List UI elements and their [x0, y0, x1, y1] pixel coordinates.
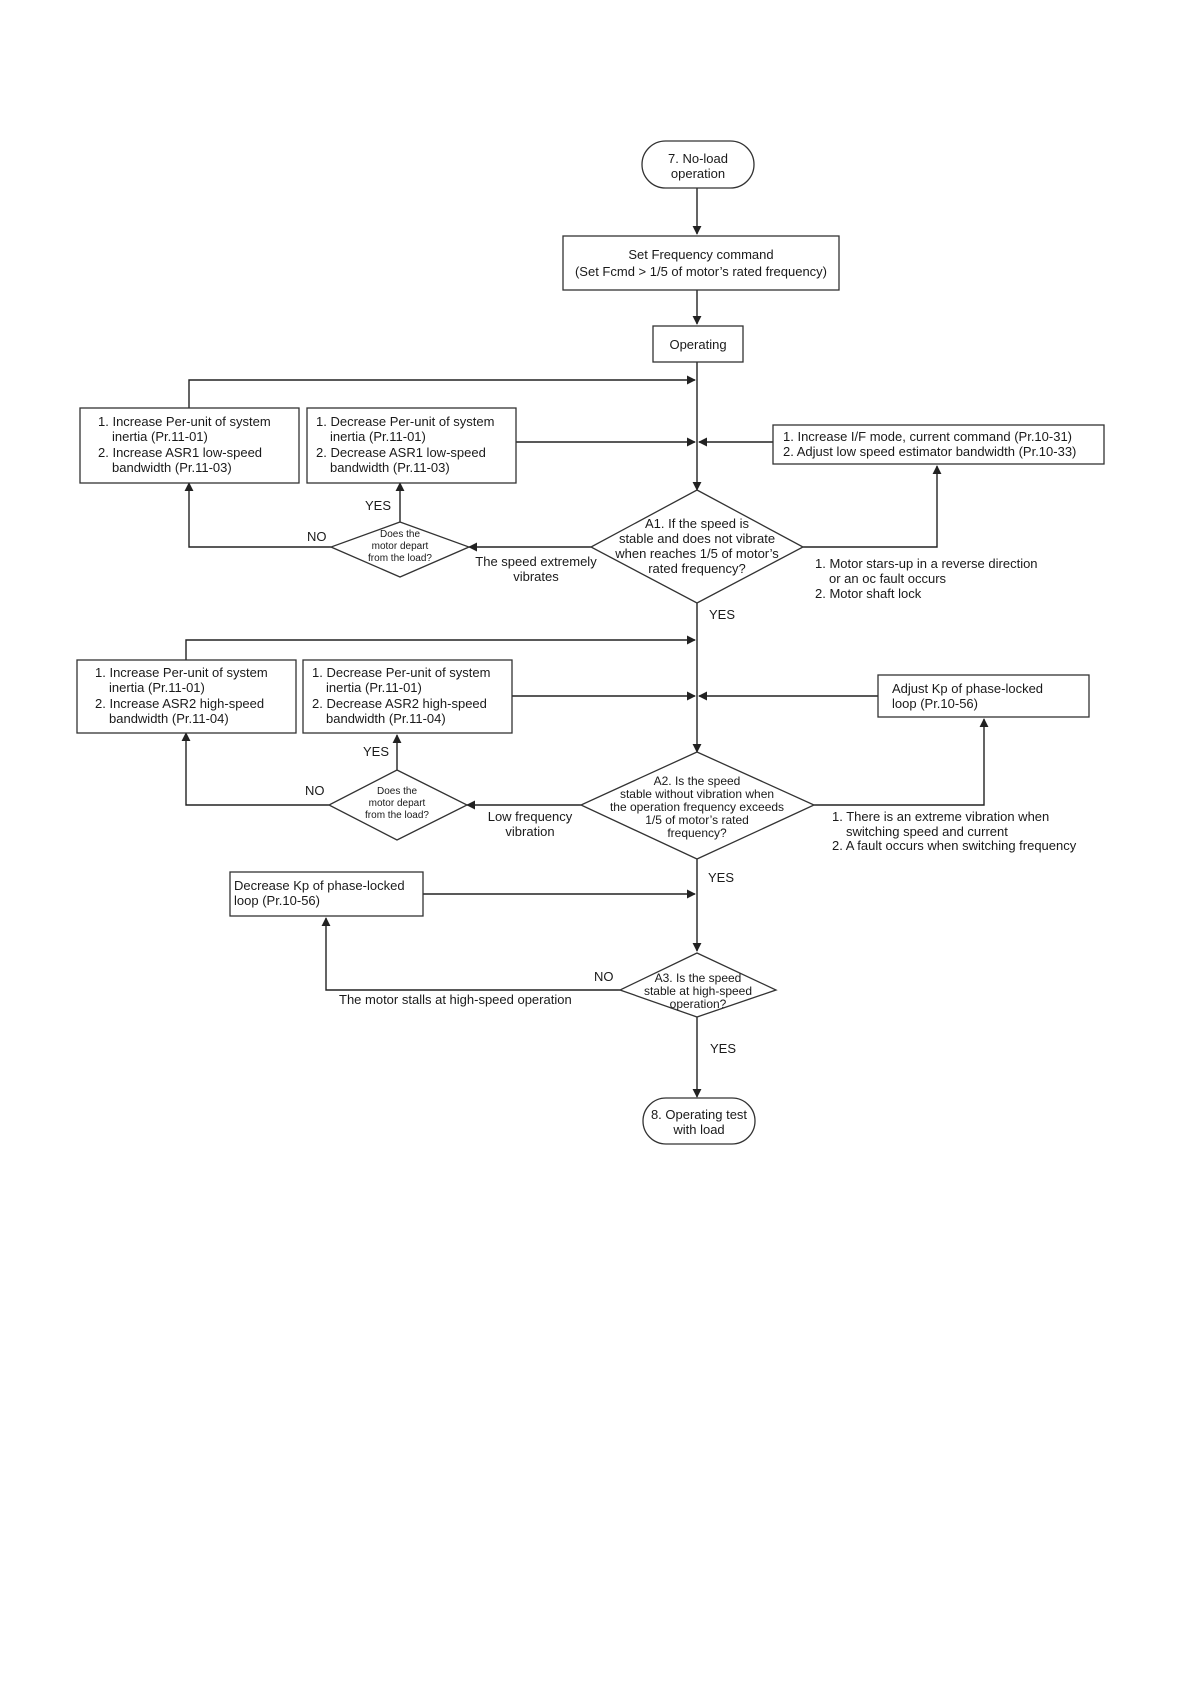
a2-depart-line: motor depart	[369, 798, 426, 809]
start-label: 7. No-load	[668, 151, 728, 166]
a2-decision-line: 1/5 of motor’s rated	[645, 813, 749, 827]
a2-increase-line: inertia (Pr.11-01)	[109, 680, 205, 695]
start-terminator: 7. No-load operation	[641, 140, 755, 189]
a2-decision-line: the operation frequency exceeds	[610, 800, 784, 814]
a1-increase-line: 2. Increase ASR1 low-speed	[98, 445, 262, 460]
a2-left-condition: vibration	[505, 824, 554, 839]
set-frequency-box: Set Frequency command (Set Fcmd > 1/5 of…	[562, 235, 840, 291]
a2-right-line: Adjust Kp of phase-locked	[892, 681, 1043, 696]
a1-decision-line: rated frequency?	[648, 561, 746, 576]
a1-increase-line: bandwidth (Pr.11-03)	[112, 460, 232, 475]
a1-depart-decision: Does the motor depart from the load?	[329, 521, 471, 578]
a1-depart-line: motor depart	[372, 541, 429, 552]
a3-left-condition: The motor stalls at high-speed operation	[339, 992, 572, 1007]
a1-decrease-line: bandwidth (Pr.11-03)	[330, 460, 450, 475]
a1-decision-line: when reaches 1/5 of motor’s	[614, 546, 779, 561]
operating-box: Operating	[652, 325, 744, 363]
a2-right-condition: switching speed and current	[846, 824, 1008, 839]
a1-decrease-line: 2. Decrease ASR1 low-speed	[316, 445, 486, 460]
a1-decrease-line: 1. Decrease Per-unit of system	[316, 414, 494, 429]
a2-decrease-line: inertia (Pr.11-01)	[326, 680, 422, 695]
a1-right-condition: 2. Motor shaft lock	[815, 586, 922, 601]
a2-decrease-box: 1. Decrease Per-unit of system inertia (…	[302, 659, 513, 734]
a1-yes-down-label: YES	[709, 607, 735, 622]
set-frequency-label: (Set Fcmd > 1/5 of motor’s rated frequen…	[575, 264, 827, 279]
arrow-a2-increase-box-to-main	[185, 635, 696, 660]
a2-right-condition: 1. There is an extreme vibration when	[832, 809, 1049, 824]
a1-decrease-line: inertia (Pr.11-01)	[330, 429, 426, 444]
a1-right-condition: or an oc fault occurs	[829, 571, 947, 586]
a1-depart-line: Does the	[380, 529, 420, 540]
a1-depart-line: from the load?	[368, 553, 432, 564]
a1-decision-line: stable and does not vibrate	[619, 531, 775, 546]
a2-right-condition: 2. A fault occurs when switching frequen…	[832, 838, 1077, 853]
a2-decision-line: stable without vibration when	[620, 787, 774, 801]
a3-decision: A3. Is the speed stable at high-speed op…	[618, 952, 778, 1018]
a1-no-label: NO	[307, 529, 327, 544]
start-label: operation	[671, 166, 725, 181]
connectors	[181, 188, 989, 1098]
arrow-a1-to-right-box	[803, 465, 942, 548]
a3-decision-line: stable at high-speed	[644, 984, 752, 998]
a1-increase-line: inertia (Pr.11-01)	[112, 429, 208, 444]
a2-right-line: loop (Pr.10-56)	[892, 696, 978, 711]
a1-decrease-box: 1. Decrease Per-unit of system inertia (…	[306, 407, 517, 484]
a1-right-line: 2. Adjust low speed estimator bandwidth …	[783, 444, 1076, 459]
a1-right-line: 1. Increase I/F mode, current command (P…	[783, 429, 1072, 444]
a2-yes-down-label: YES	[708, 870, 734, 885]
a3-left-line: loop (Pr.10-56)	[234, 893, 320, 908]
a3-left-box: Decrease Kp of phase-locked loop (Pr.10-…	[229, 871, 424, 917]
a2-no-label: NO	[305, 783, 325, 798]
a2-depart-line: from the load?	[365, 810, 429, 821]
a2-decision-line: A2. Is the speed	[654, 774, 741, 788]
a3-decision-line: operation?	[670, 997, 727, 1011]
a2-decision: A2. Is the speed stable without vibratio…	[579, 751, 816, 860]
a1-left-condition: vibrates	[513, 569, 559, 584]
a2-increase-line: 2. Increase ASR2 high-speed	[95, 696, 264, 711]
a2-decrease-line: 2. Decrease ASR2 high-speed	[312, 696, 487, 711]
end-label: with load	[672, 1122, 724, 1137]
a2-increase-line: bandwidth (Pr.11-04)	[109, 711, 229, 726]
a3-yes-down-label: YES	[710, 1041, 736, 1056]
arrow-a1-depart-no	[184, 482, 331, 548]
a2-depart-decision: Does the motor depart from the load?	[327, 769, 469, 841]
a1-decision: A1. If the speed is stable and does not …	[589, 489, 805, 604]
a1-decision-line: A1. If the speed is	[645, 516, 750, 531]
end-terminator: 8. Operating test with load	[642, 1097, 756, 1145]
arrow-a2-to-right-box	[814, 718, 989, 806]
a2-increase-box: 1. Increase Per-unit of system inertia (…	[76, 659, 297, 734]
a2-yes-label: YES	[363, 744, 389, 759]
a2-increase-line: 1. Increase Per-unit of system	[95, 665, 268, 680]
a1-increase-line: 1. Increase Per-unit of system	[98, 414, 271, 429]
arrow-a1-increase-box-to-main	[188, 375, 696, 408]
a1-right-condition: 1. Motor stars-up in a reverse direction	[815, 556, 1038, 571]
end-label: 8. Operating test	[651, 1107, 747, 1122]
a1-yes-label: YES	[365, 498, 391, 513]
a1-right-box: 1. Increase I/F mode, current command (P…	[772, 424, 1105, 465]
a3-left-line: Decrease Kp of phase-locked	[234, 878, 405, 893]
a2-decision-line: frequency?	[667, 826, 727, 840]
arrow-a2-depart-no	[181, 732, 329, 806]
a1-increase-box: 1. Increase Per-unit of system inertia (…	[79, 407, 300, 484]
a2-depart-line: Does the	[377, 786, 417, 797]
a2-decrease-line: bandwidth (Pr.11-04)	[326, 711, 446, 726]
a3-decision-line: A3. Is the speed	[655, 971, 742, 985]
operating-label: Operating	[669, 337, 726, 352]
arrow-a3-no	[321, 917, 620, 991]
a2-decrease-line: 1. Decrease Per-unit of system	[312, 665, 490, 680]
a1-left-condition: The speed extremely	[475, 554, 597, 569]
a3-no-label: NO	[594, 969, 614, 984]
a2-right-box: Adjust Kp of phase-locked loop (Pr.10-56…	[877, 674, 1090, 718]
set-frequency-label: Set Frequency command	[628, 247, 773, 262]
a2-left-condition: Low frequency	[488, 809, 573, 824]
